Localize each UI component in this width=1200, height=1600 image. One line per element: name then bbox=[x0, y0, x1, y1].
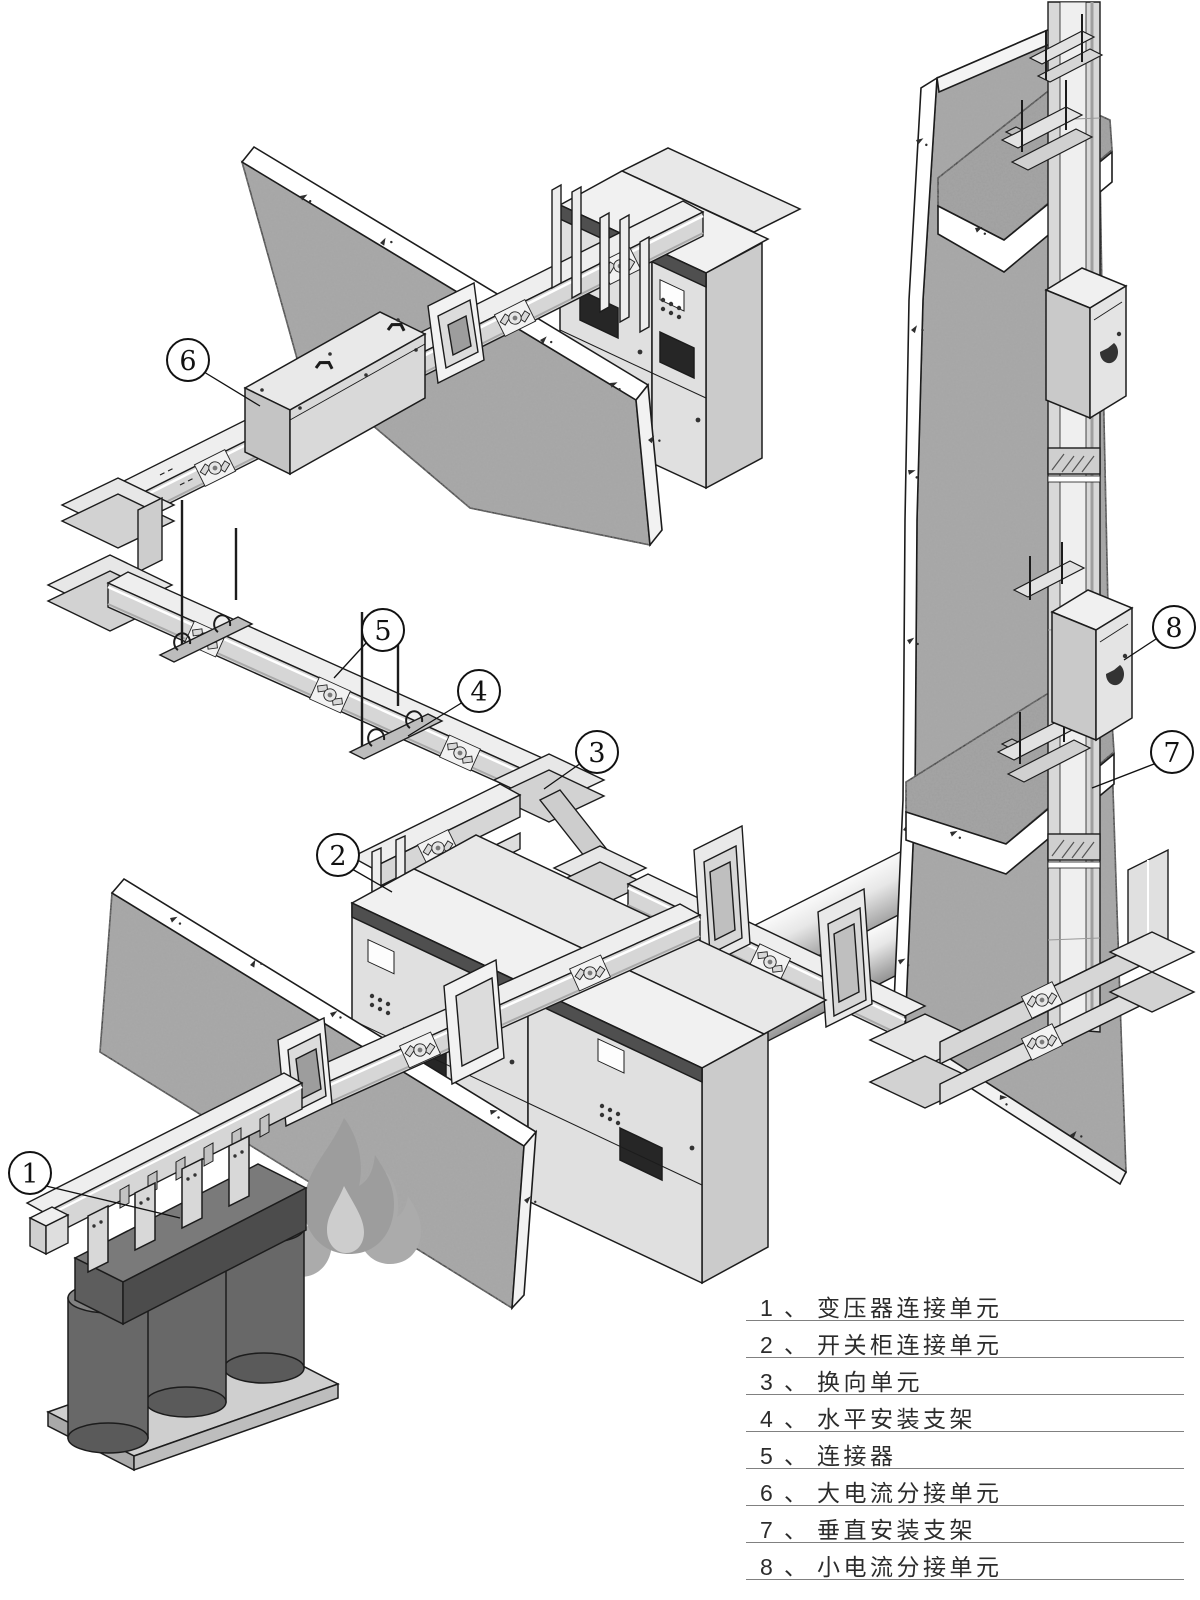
callout-1: 1 bbox=[8, 1151, 181, 1219]
busway-across-cabinet-fronts bbox=[288, 903, 702, 1116]
legend-number: 5 bbox=[760, 1443, 773, 1469]
callout-3-number: 3 bbox=[588, 738, 605, 769]
legend-row-8: 8、小电流分接单元 bbox=[746, 1543, 1184, 1580]
legend-label: 变压器连接单元 bbox=[817, 1295, 1003, 1321]
cabinet-connection-fins-top bbox=[551, 183, 650, 334]
callout-8: 8 bbox=[1123, 605, 1196, 661]
legend-label: 垂直安装支架 bbox=[817, 1517, 976, 1543]
callout-3: 3 bbox=[543, 730, 619, 790]
callout-7-number: 7 bbox=[1163, 738, 1180, 769]
bracket-slab-upper bbox=[1000, 80, 1094, 171]
callouts: 1 2 3 4 5 6 7 bbox=[8, 338, 1196, 1219]
callout-2: 2 bbox=[316, 833, 393, 893]
legend-row-3: 3、换向单元 bbox=[746, 1358, 1184, 1395]
legend-number: 6 bbox=[760, 1480, 773, 1506]
legend-number: 2 bbox=[760, 1332, 773, 1358]
callout-4: 4 bbox=[407, 669, 501, 737]
horizontal-hanger-1 bbox=[158, 500, 254, 663]
small-tapoff-unit-upper bbox=[1044, 267, 1128, 420]
legend-number: 3 bbox=[760, 1369, 773, 1395]
bracket-mid bbox=[1012, 542, 1086, 600]
legend-label: 大电流分接单元 bbox=[817, 1480, 1003, 1506]
callout-6-number: 6 bbox=[179, 346, 196, 377]
small-tapoff-unit-lower bbox=[1050, 589, 1134, 742]
riser-joint-upper bbox=[1047, 447, 1101, 483]
legend: 1、变压器连接单元 2、开关柜连接单元 3、换向单元 4、水平安装支架 5、连接… bbox=[746, 1284, 1184, 1580]
legend-label: 连接器 bbox=[817, 1443, 897, 1469]
legend-row-6: 6、大电流分接单元 bbox=[746, 1469, 1184, 1506]
rotary-handle-icon bbox=[1105, 653, 1128, 686]
callout-2-number: 2 bbox=[329, 841, 346, 872]
callout-6: 6 bbox=[166, 338, 261, 407]
busway-end-cap bbox=[28, 1206, 70, 1256]
legend-number: 1 bbox=[760, 1295, 773, 1321]
legend-row-4: 4、水平安装支架 bbox=[746, 1395, 1184, 1432]
wall-penetration-flange-upper bbox=[427, 281, 485, 385]
bottom-corner-run bbox=[868, 848, 1196, 1109]
large-tapoff-unit bbox=[243, 311, 427, 476]
bracket-top bbox=[1028, 14, 1104, 83]
legend-row-1: 1、变压器连接单元 bbox=[746, 1284, 1184, 1321]
direction-change-elbow bbox=[492, 753, 614, 867]
vertical-riser-busway bbox=[1047, 1, 1101, 1033]
cabinet-front-flange bbox=[443, 958, 505, 1086]
callout-5-number: 5 bbox=[374, 616, 391, 647]
legend-label: 小电流分接单元 bbox=[817, 1554, 1003, 1580]
legend-label: 换向单元 bbox=[817, 1369, 923, 1395]
legend-number: 4 bbox=[760, 1406, 773, 1432]
legend-number: 7 bbox=[760, 1517, 773, 1543]
legend-row-7: 7、垂直安装支架 bbox=[746, 1506, 1184, 1543]
vertical-mounting-brackets bbox=[996, 14, 1104, 783]
callout-7: 7 bbox=[1091, 730, 1194, 789]
legend-row-2: 2、开关柜连接单元 bbox=[746, 1321, 1184, 1358]
legend-number: 8 bbox=[760, 1554, 773, 1580]
legend-row-5: 5、连接器 bbox=[746, 1432, 1184, 1469]
transformer-straps bbox=[87, 1134, 250, 1274]
riser-joint-lower bbox=[1047, 833, 1101, 869]
legend-label: 开关柜连接单元 bbox=[817, 1332, 1003, 1358]
callout-8-number: 8 bbox=[1165, 613, 1182, 644]
legend-label: 水平安装支架 bbox=[817, 1406, 976, 1432]
elbow-left-upper bbox=[60, 477, 176, 574]
callout-4-number: 4 bbox=[470, 677, 487, 708]
callout-1-number: 1 bbox=[21, 1159, 38, 1190]
fire-barrier-frames bbox=[693, 824, 873, 1029]
rotary-handle-icon bbox=[1099, 331, 1122, 364]
callout-5: 5 bbox=[333, 608, 405, 679]
transformer bbox=[46, 1134, 340, 1472]
